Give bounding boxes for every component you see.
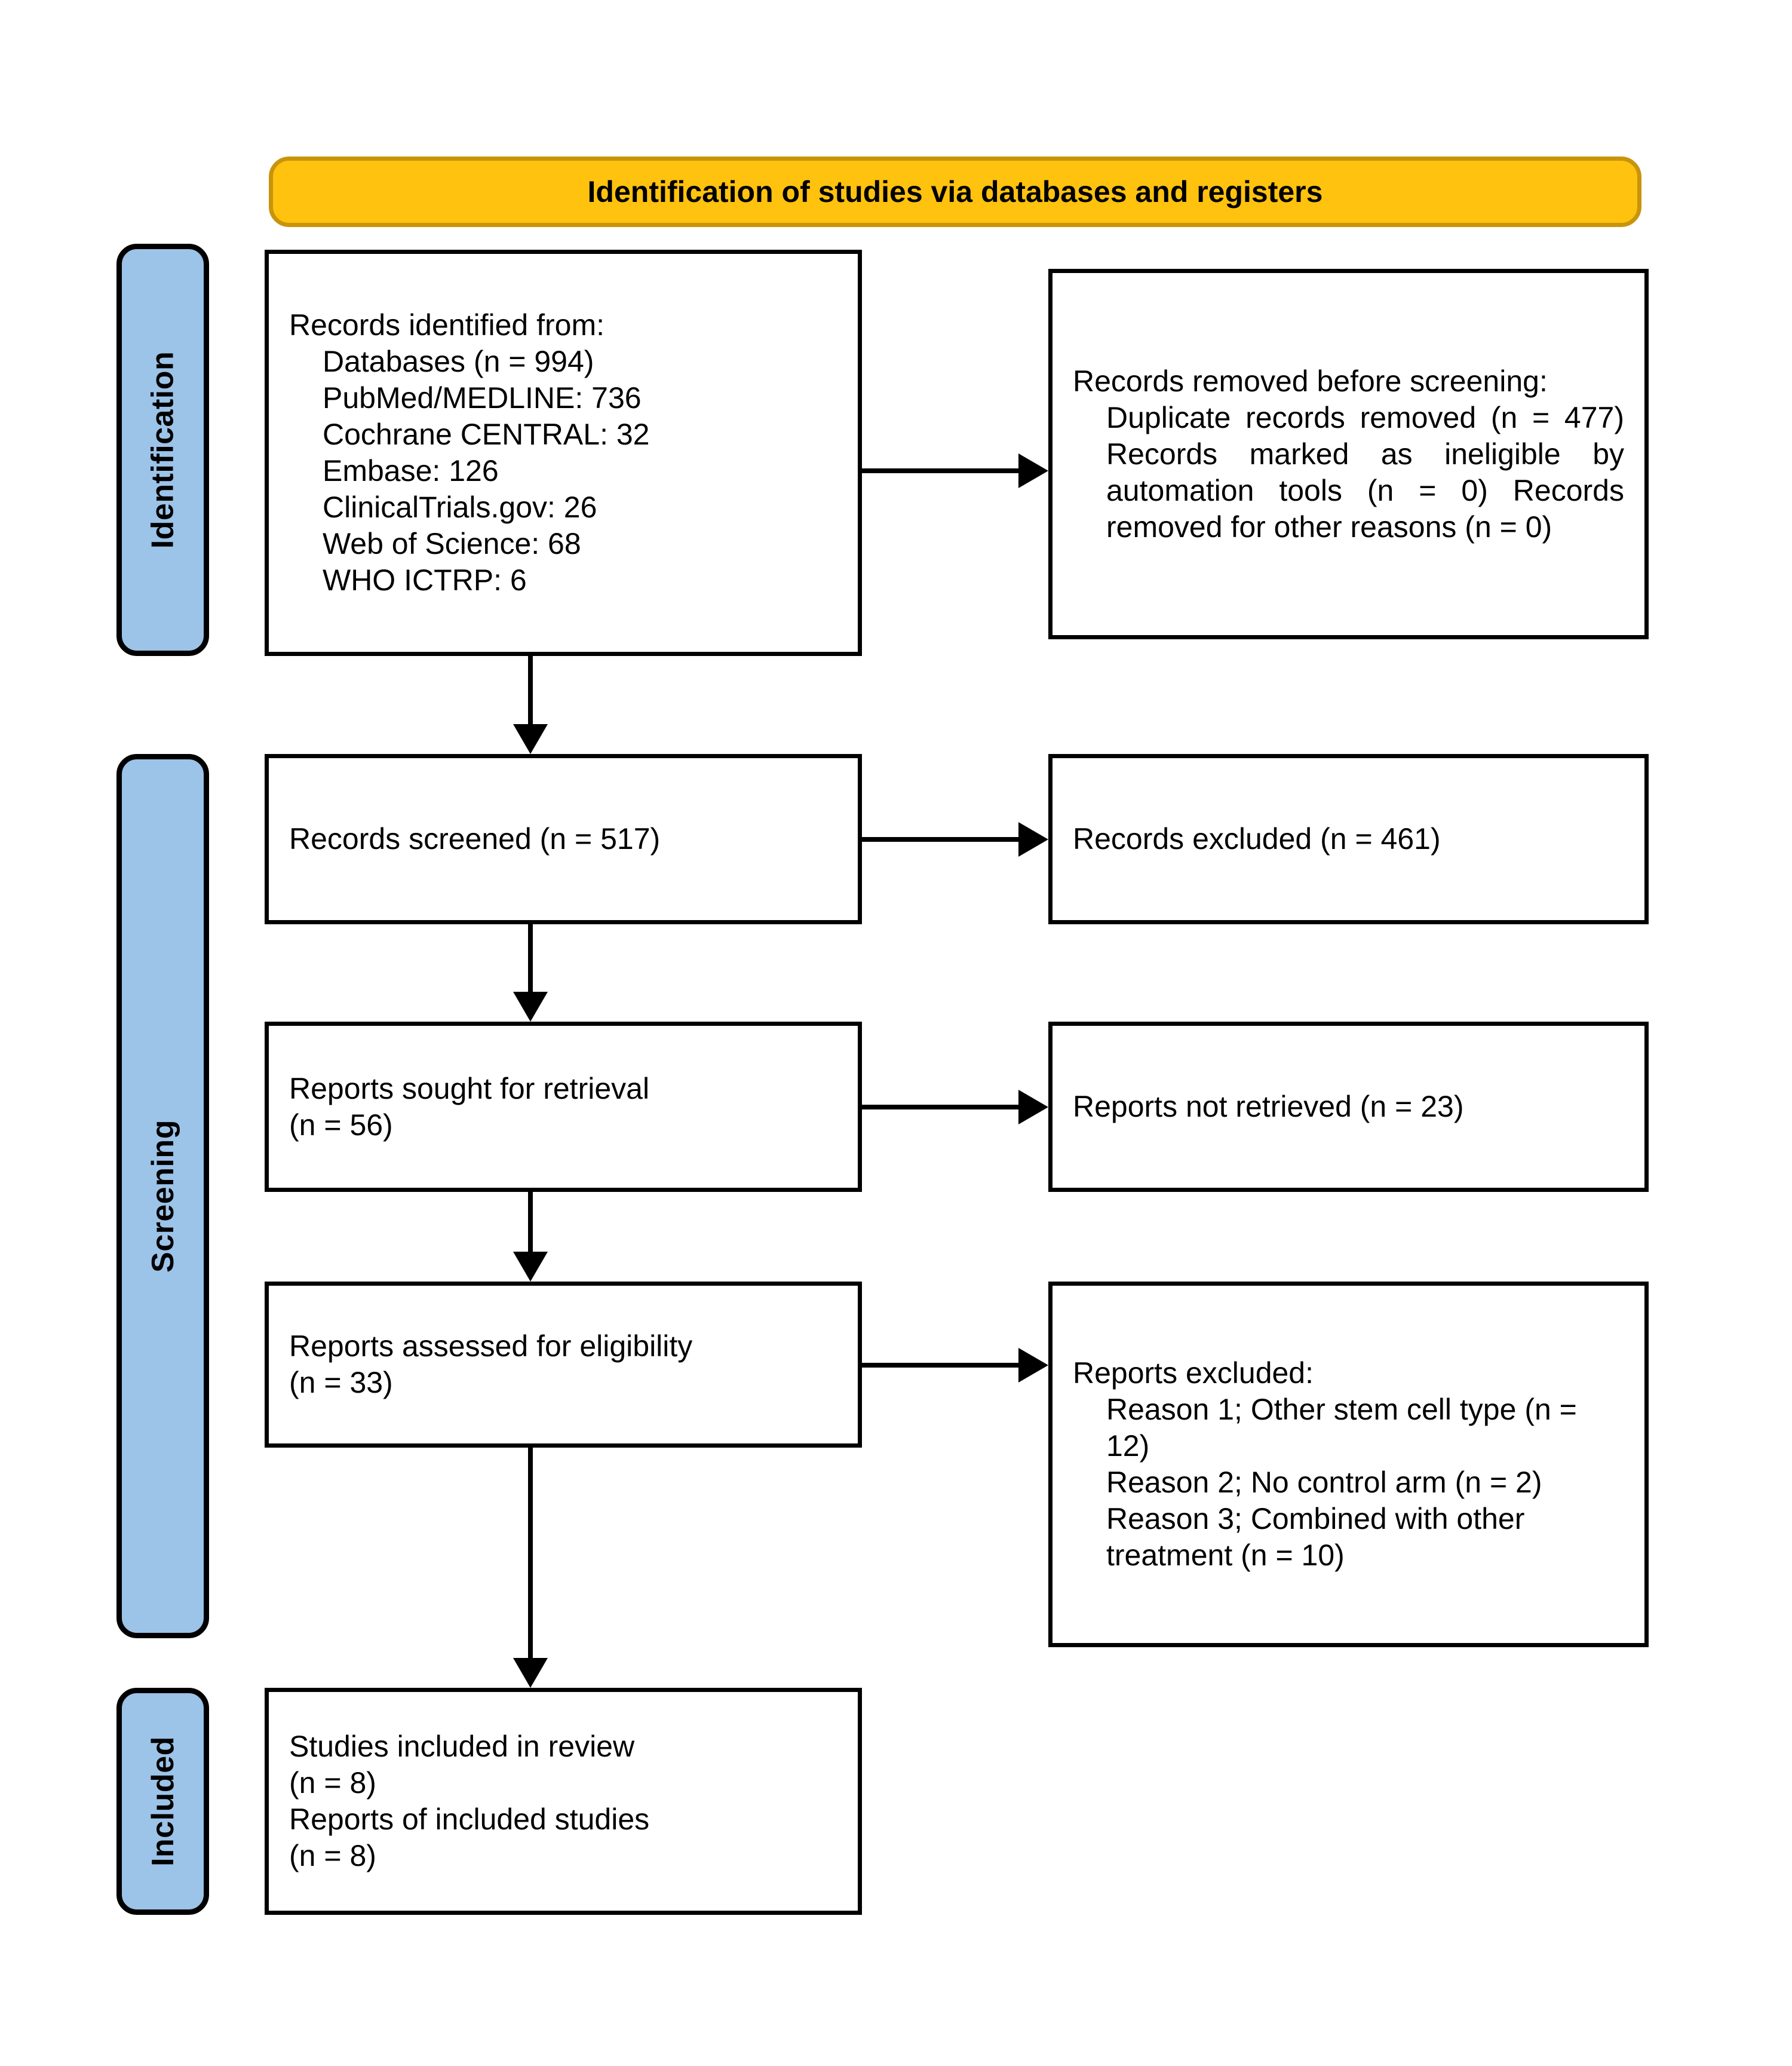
box-records-identified: Records identified from: Databases (n = … [265, 250, 862, 656]
stage-bar-screening-label: Screening [145, 1120, 180, 1273]
phase-header-label: Identification of studies via databases … [587, 175, 1323, 209]
studies-included-line-0: Studies included in review [289, 1730, 635, 1763]
arrow-shaft [862, 837, 1018, 842]
arrow-shaft [862, 1363, 1018, 1368]
records-removed-heading: Records removed before screening: [1073, 364, 1548, 398]
arrow-shaft [862, 1105, 1018, 1109]
studies-included-line-1: (n = 8) [289, 1766, 376, 1800]
arrow-head [1018, 1348, 1048, 1383]
box-reports-sought-for-retrieval: Reports sought for retrieval (n = 56) [265, 1022, 862, 1192]
records-excluded-line-0: Records excluded (n = 461) [1073, 822, 1441, 856]
records-identified-line-0: Records identified from: [289, 308, 605, 342]
records-removed-body: Duplicate records removed (n = 477) Reco… [1106, 400, 1633, 544]
box-reports-excluded: Reports excluded: Reason 1; Other stem c… [1048, 1282, 1649, 1647]
arrow-head [1018, 1090, 1048, 1124]
arrow-head [513, 724, 548, 754]
reports-excluded-reason-2: Reason 3; Combined with other treatment … [1106, 1502, 1533, 1572]
records-identified-line-7: WHO ICTRP: 6 [323, 563, 527, 597]
arrow-shaft [528, 924, 533, 992]
reports-assessed-line-1: (n = 33) [289, 1366, 393, 1399]
stage-bar-identification: Identification [116, 244, 209, 656]
records-identified-line-6: Web of Science: 68 [323, 527, 581, 560]
reports-not-retrieved-line-0: Reports not retrieved (n = 23) [1073, 1090, 1464, 1123]
arrow-head [513, 1252, 548, 1282]
records-identified-line-2: PubMed/MEDLINE: 736 [323, 381, 642, 415]
box-studies-included-in-review: Studies included in review (n = 8) Repor… [265, 1688, 862, 1915]
stage-bar-identification-label: Identification [145, 351, 180, 549]
reports-excluded-reason-0: Reason 1; Other stem cell type (n = 12) [1106, 1393, 1585, 1463]
box-records-excluded: Records excluded (n = 461) [1048, 754, 1649, 924]
stage-bar-screening: Screening [116, 754, 209, 1638]
studies-included-line-2: Reports of included studies [289, 1803, 650, 1836]
arrow-head [513, 1658, 548, 1688]
studies-included-line-3: (n = 8) [289, 1839, 376, 1872]
arrow-head [1018, 822, 1048, 857]
box-records-removed-before-screening: Records removed before screening: Duplic… [1048, 269, 1649, 639]
arrow-shaft [528, 656, 533, 724]
phase-header-identification: Identification of studies via databases … [269, 157, 1641, 227]
stage-bar-included-label: Included [145, 1736, 180, 1866]
records-identified-line-1: Databases (n = 994) [323, 345, 594, 378]
arrow-shaft [862, 468, 1018, 473]
reports-excluded-heading: Reports excluded: [1073, 1356, 1314, 1390]
reports-assessed-line-0: Reports assessed for eligibility [289, 1329, 693, 1363]
box-reports-assessed-for-eligibility: Reports assessed for eligibility (n = 33… [265, 1282, 862, 1448]
box-records-screened: Records screened (n = 517) [265, 754, 862, 924]
arrow-head [513, 992, 548, 1022]
arrow-shaft [528, 1192, 533, 1252]
reports-sought-line-1: (n = 56) [289, 1108, 393, 1142]
arrow-head [1018, 453, 1048, 488]
records-screened-line-0: Records screened (n = 517) [289, 822, 661, 856]
stage-bar-included: Included [116, 1688, 209, 1915]
box-reports-not-retrieved: Reports not retrieved (n = 23) [1048, 1022, 1649, 1192]
records-identified-line-5: ClinicalTrials.gov: 26 [323, 491, 597, 524]
records-identified-line-3: Cochrane CENTRAL: 32 [323, 418, 650, 451]
records-identified-line-4: Embase: 126 [323, 454, 499, 488]
arrow-shaft [528, 1448, 533, 1658]
reports-excluded-reason-1: Reason 2; No control arm (n = 2) [1106, 1466, 1542, 1499]
reports-sought-line-0: Reports sought for retrieval [289, 1071, 650, 1105]
